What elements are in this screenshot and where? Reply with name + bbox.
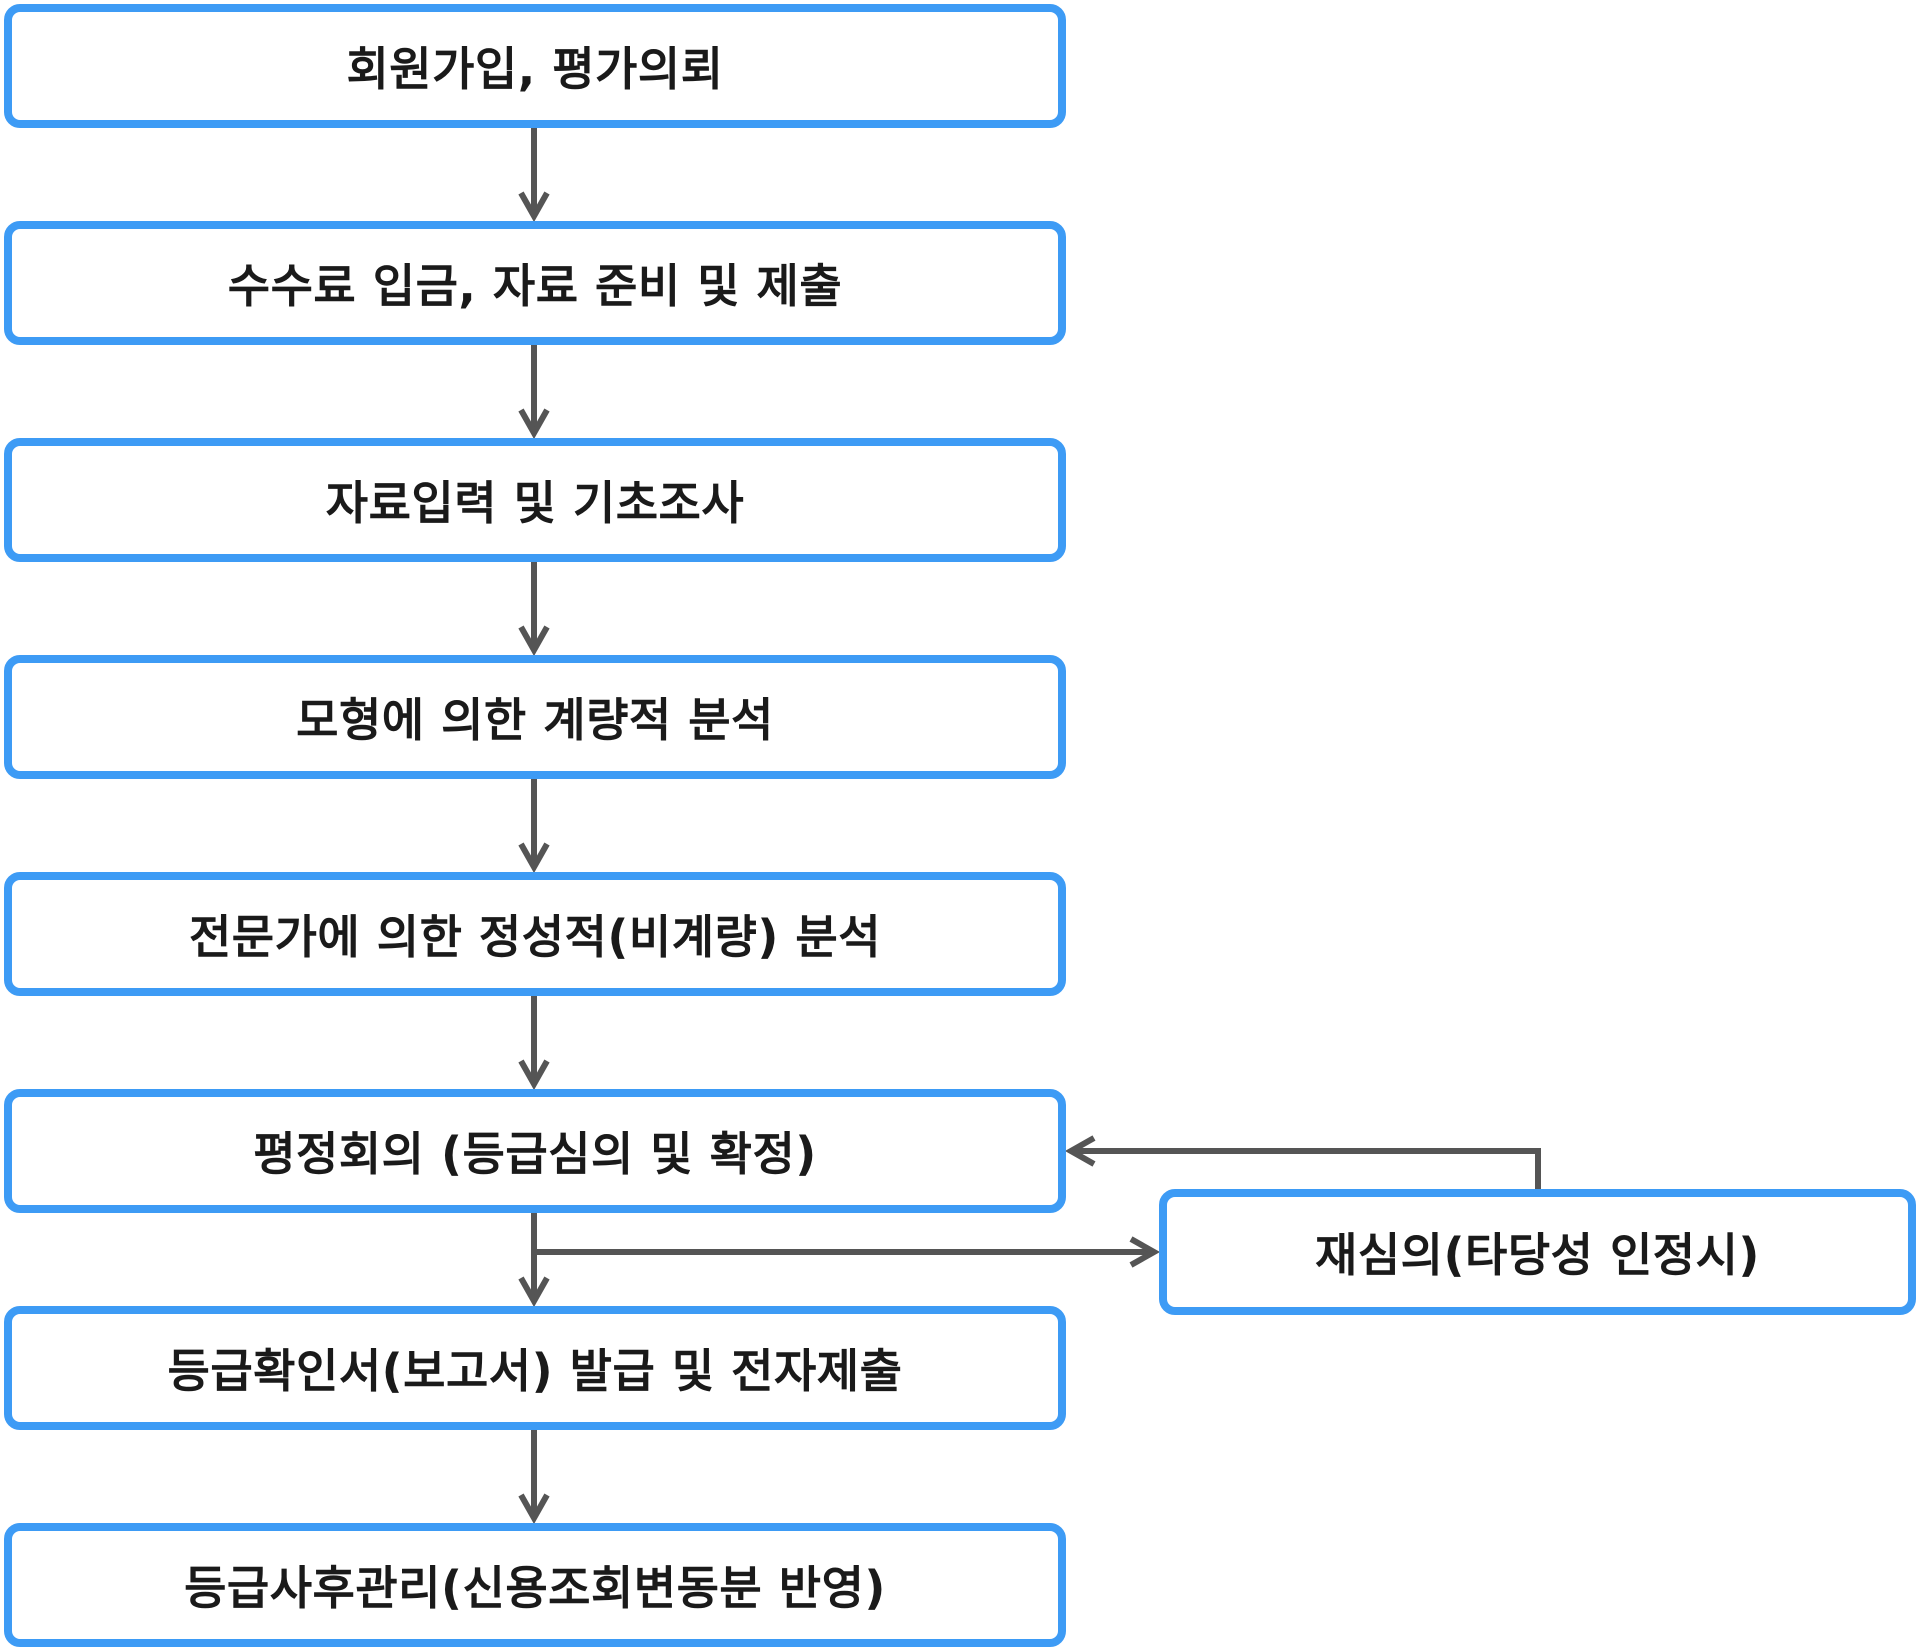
step-label: 등급사후관리(신용조회변동분 반영) bbox=[184, 1561, 886, 1615]
step-box-rating-committee: 평정회의 (등급심의 및 확정) bbox=[4, 1089, 1066, 1213]
arrowhead-to-reexamination bbox=[1129, 1236, 1161, 1268]
step-box-qualitative-analysis: 전문가에 의한 정성적(비계량) 분석 bbox=[4, 872, 1066, 996]
step-box-quantitative-analysis: 모형에 의한 계량적 분석 bbox=[4, 655, 1066, 779]
step-label: 수수료 입금, 자료 준비 및 제출 bbox=[227, 259, 843, 313]
arrowhead-step1-to-step2 bbox=[518, 191, 550, 223]
step-label: 전문가에 의한 정성적(비계량) 분석 bbox=[188, 910, 882, 964]
arrowhead-step6-to-step7 bbox=[518, 1276, 550, 1308]
step-label: 평정회의 (등급심의 및 확정) bbox=[253, 1127, 817, 1181]
arrowhead-reexamination-to-step6 bbox=[1064, 1135, 1096, 1167]
step-box-fee-documents: 수수료 입금, 자료 준비 및 제출 bbox=[4, 221, 1066, 345]
step-label: 모형에 의한 계량적 분석 bbox=[296, 693, 774, 747]
arrowhead-step5-to-step6 bbox=[518, 1059, 550, 1091]
arrowhead-step7-to-step8 bbox=[518, 1493, 550, 1525]
step-label: 회원가입, 평가의뢰 bbox=[346, 42, 724, 96]
step-label: 자료입력 및 기초조사 bbox=[325, 476, 745, 530]
step-box-membership-request: 회원가입, 평가의뢰 bbox=[4, 4, 1066, 128]
reexamination-box: 재심의(타당성 인정시) bbox=[1159, 1189, 1916, 1315]
arrowhead-step2-to-step3 bbox=[518, 408, 550, 440]
step-box-data-entry: 자료입력 및 기초조사 bbox=[4, 438, 1066, 562]
step-box-post-management: 등급사후관리(신용조회변동분 반영) bbox=[4, 1523, 1066, 1647]
reexamination-label: 재심의(타당성 인정시) bbox=[1315, 1228, 1760, 1282]
step-box-certificate-issue: 등급확인서(보고서) 발급 및 전자제출 bbox=[4, 1306, 1066, 1430]
arrow-reexamination-to-step6 bbox=[1071, 1148, 1541, 1189]
arrowhead-step4-to-step5 bbox=[518, 842, 550, 874]
arrowhead-step3-to-step4 bbox=[518, 625, 550, 657]
step-label: 등급확인서(보고서) 발급 및 전자제출 bbox=[167, 1344, 903, 1398]
